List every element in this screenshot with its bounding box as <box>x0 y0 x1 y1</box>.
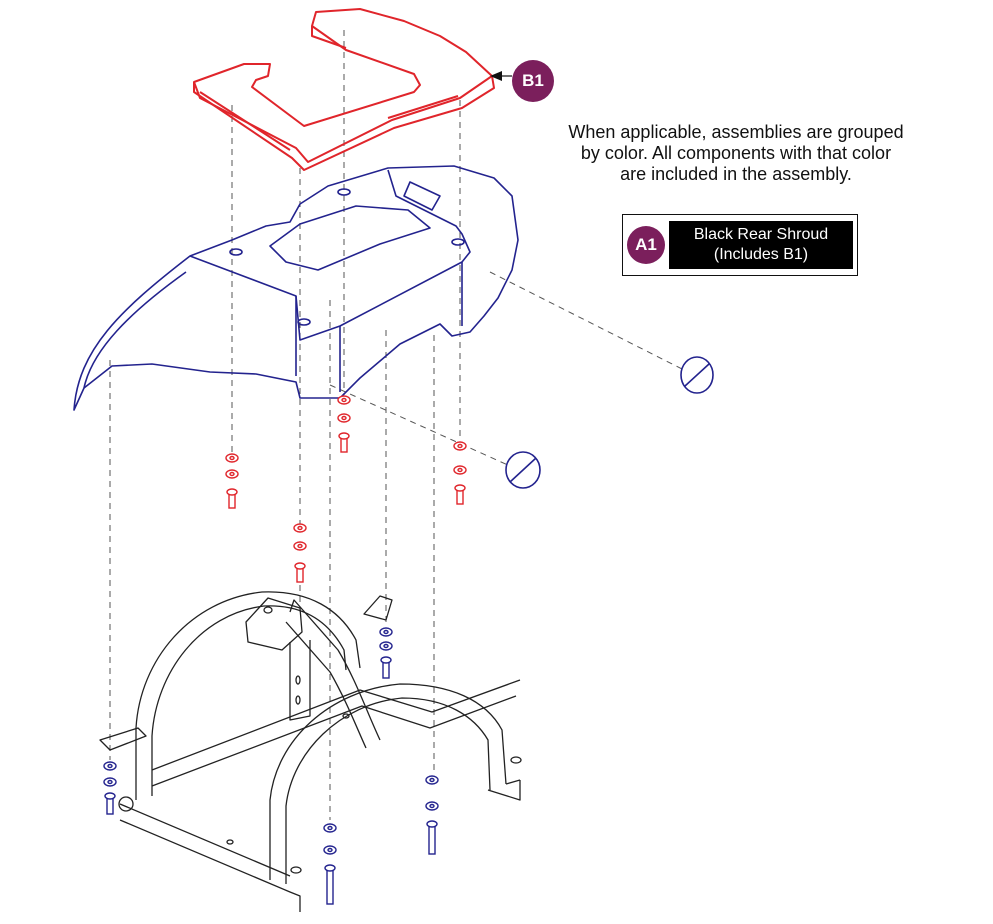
rear-shroud-a1 <box>73 165 519 411</box>
top-cover-b1 <box>193 8 495 171</box>
assembly-guide-lines <box>109 30 685 820</box>
note-line-1: When applicable, assemblies are grouped <box>568 122 904 142</box>
legend-label-line-2: (Includes B1) <box>713 246 809 263</box>
assembly-legend: A1 Black Rear Shroud (Includes B1) <box>622 214 858 276</box>
b1-leader-arrow <box>490 71 512 81</box>
red-hardware <box>225 395 467 583</box>
legend-label-line-1: Black Rear Shroud <box>693 226 829 243</box>
legend-badge-a1: A1 <box>627 226 665 264</box>
blue-hardware <box>103 627 439 905</box>
grouping-note: When applicable, assemblies are grouped … <box>518 122 954 185</box>
end-cap-right <box>680 356 714 394</box>
note-line-2: by color. All components with that color <box>580 143 892 163</box>
seat-frame <box>99 591 522 912</box>
legend-label: Black Rear Shroud (Includes B1) <box>669 221 853 269</box>
end-cap-center <box>505 451 541 489</box>
callout-b1: B1 <box>512 60 554 102</box>
note-line-3: are included in the assembly. <box>620 164 852 184</box>
